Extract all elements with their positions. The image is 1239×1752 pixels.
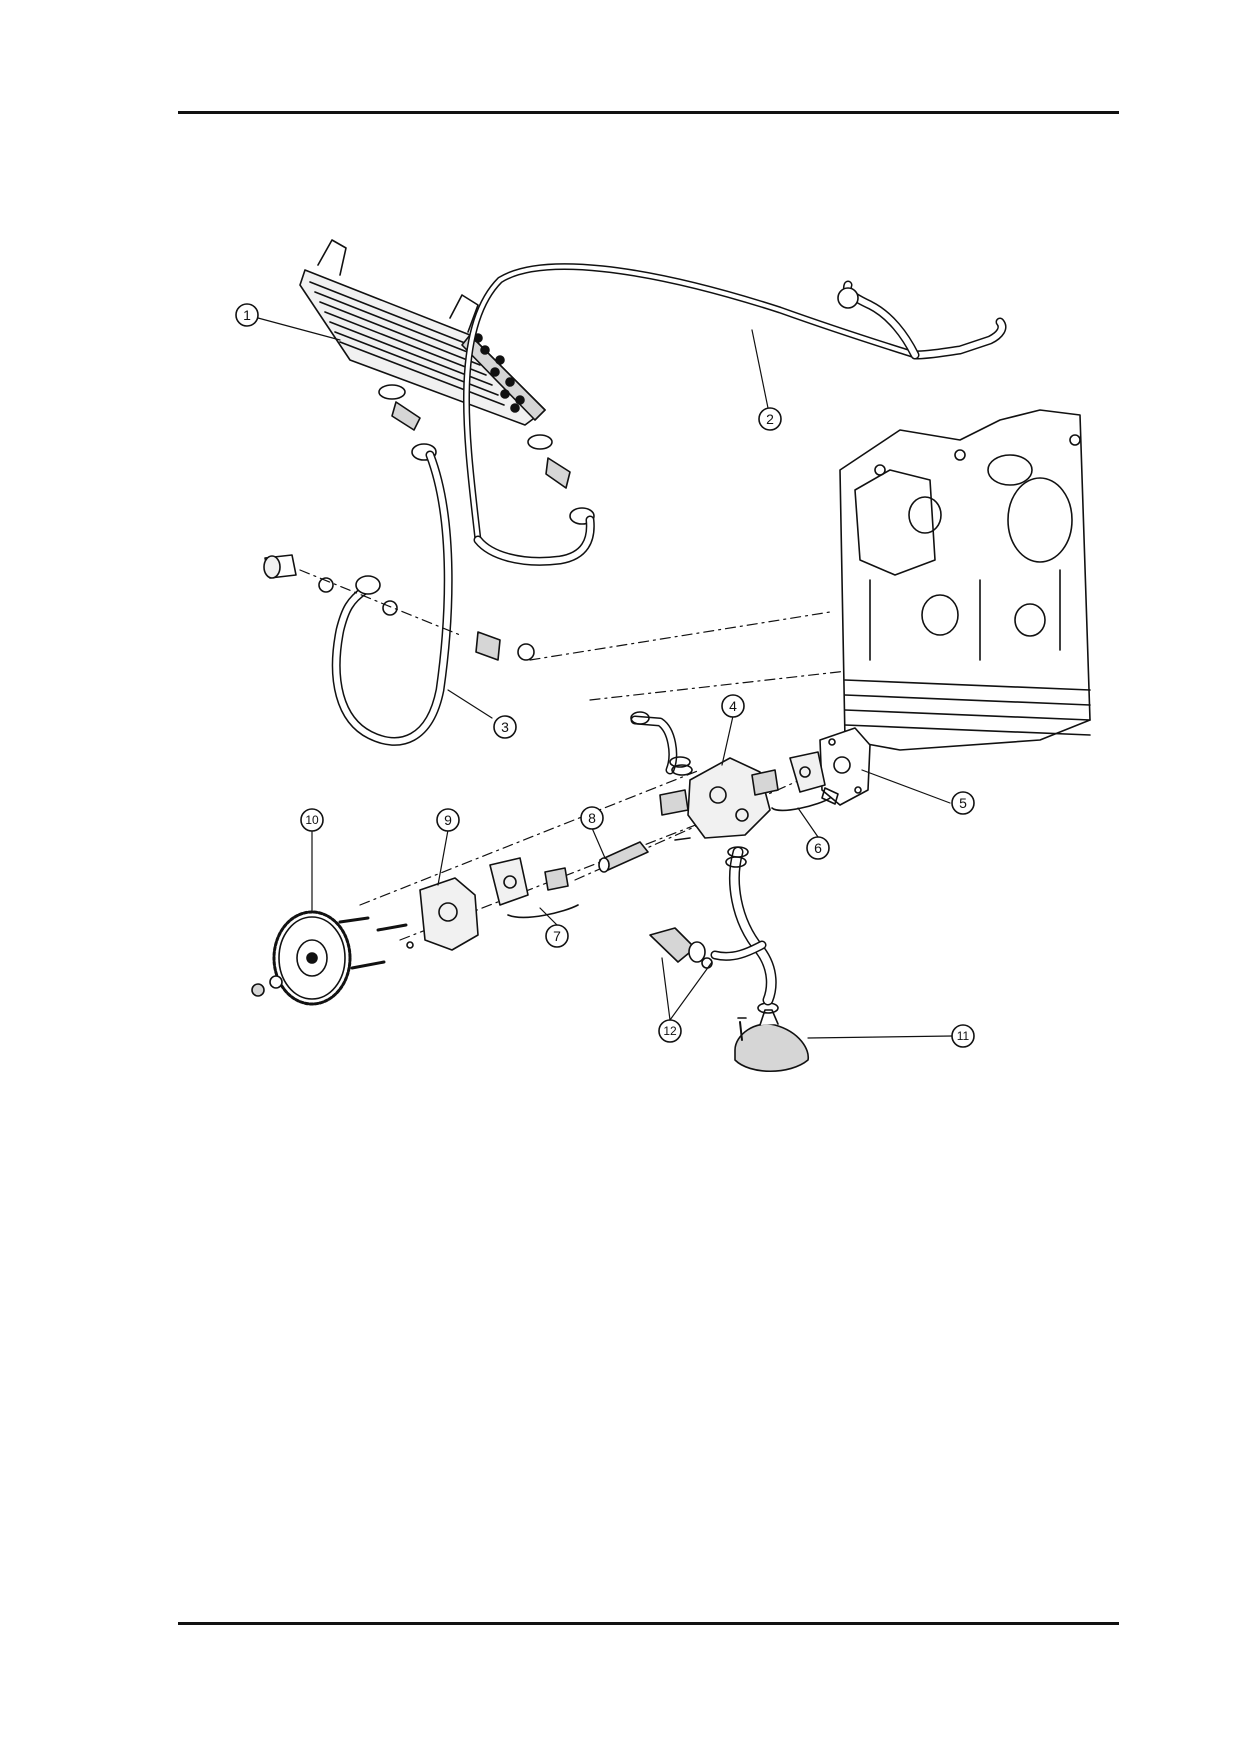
oil-pipe-long bbox=[462, 263, 1007, 566]
cooler-fitting-right bbox=[527, 434, 595, 525]
rotor-set-rear bbox=[751, 751, 839, 812]
oil-strainer bbox=[734, 1002, 809, 1073]
pump-front-cover bbox=[338, 877, 479, 970]
callout-8 bbox=[580, 806, 604, 830]
callout-label-9: 9 bbox=[444, 812, 452, 828]
callout-label-2: 2 bbox=[766, 411, 774, 427]
pump-drive-gear bbox=[251, 910, 352, 1006]
callout-4 bbox=[721, 694, 745, 718]
callout-label-12: 12 bbox=[663, 1024, 677, 1038]
callout-label-6: 6 bbox=[814, 840, 822, 856]
callout-11 bbox=[951, 1024, 975, 1048]
callout-10 bbox=[300, 808, 324, 832]
callout-label-3: 3 bbox=[501, 719, 509, 735]
callout-label-10: 10 bbox=[305, 813, 319, 827]
callout-7 bbox=[545, 924, 569, 948]
callout-label-1: 1 bbox=[243, 307, 251, 323]
callout-9 bbox=[436, 808, 460, 832]
oil-hose bbox=[263, 450, 535, 746]
header-rule bbox=[178, 111, 1119, 114]
callout-3 bbox=[493, 715, 517, 739]
callout-6 bbox=[806, 836, 830, 860]
engine-crankcase bbox=[839, 409, 1091, 751]
rotor-set-front bbox=[489, 857, 579, 919]
oil-pickup-pipe bbox=[710, 846, 777, 1006]
pump-shaft bbox=[598, 841, 649, 873]
callout-2 bbox=[758, 407, 782, 431]
callout-5 bbox=[951, 791, 975, 815]
footer-rule bbox=[178, 1622, 1119, 1625]
callout-label-4: 4 bbox=[729, 698, 737, 714]
callout-1 bbox=[235, 303, 259, 327]
callout-label-7: 7 bbox=[553, 928, 561, 944]
oil-pump-body bbox=[630, 711, 771, 841]
callout-label-5: 5 bbox=[959, 795, 967, 811]
callout-leaders bbox=[257, 317, 953, 1039]
callout-label-11: 11 bbox=[957, 1029, 970, 1043]
callout-label-8: 8 bbox=[588, 810, 596, 826]
callouts bbox=[235, 303, 975, 1048]
cooler-fitting-left bbox=[378, 384, 437, 461]
oil-pressure-sensor bbox=[649, 927, 713, 969]
pump-cover-plate bbox=[819, 727, 871, 806]
callout-12 bbox=[658, 1019, 682, 1043]
oil-cooler bbox=[299, 239, 546, 426]
